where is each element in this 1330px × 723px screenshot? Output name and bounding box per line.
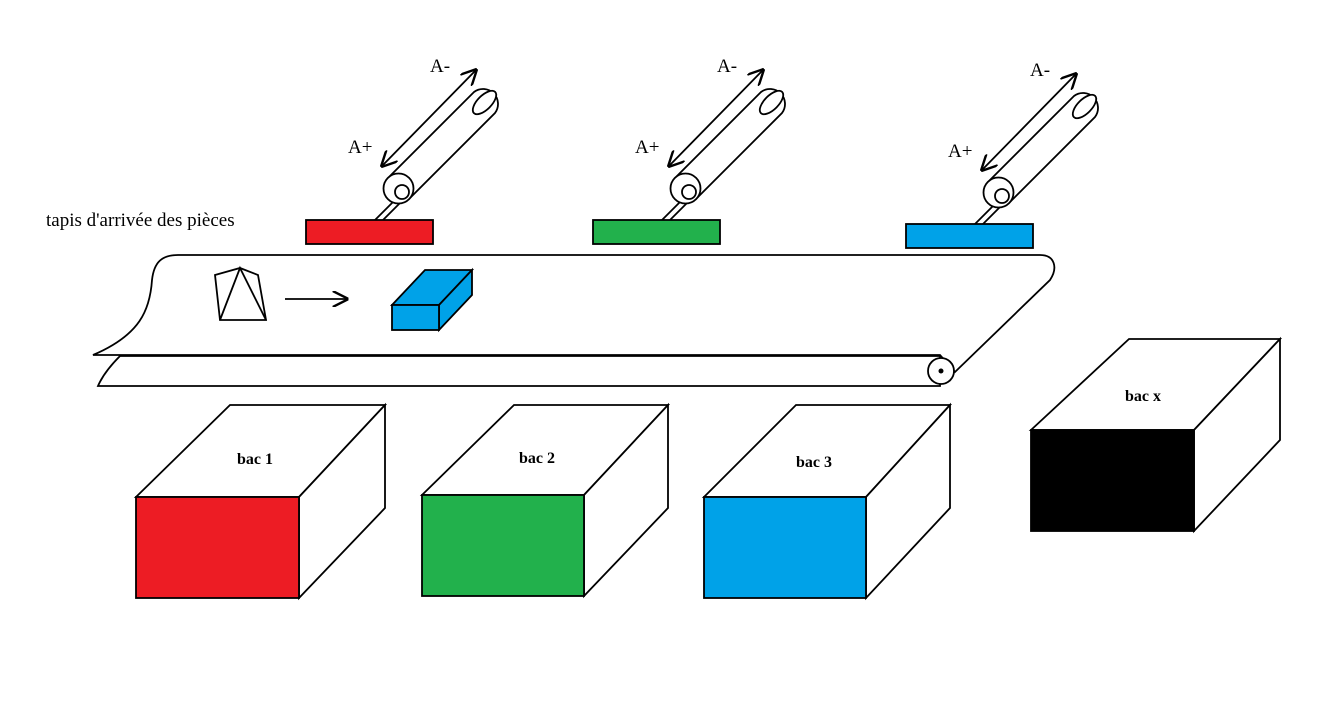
bin-front-face xyxy=(135,496,300,599)
pneumatic-cylinder-2: A- A+ xyxy=(592,56,786,245)
bin-2: bac 2 xyxy=(419,402,671,599)
retract-label: A- xyxy=(1030,60,1050,81)
pneumatic-cylinder-1: A- A+ xyxy=(305,56,499,245)
retract-label: A- xyxy=(717,56,737,77)
bin-x: bac x xyxy=(1028,336,1283,534)
bin-label: bac 3 xyxy=(796,454,832,471)
bin-1: bac 1 xyxy=(133,402,388,601)
cylinder-rod-gland xyxy=(394,184,410,200)
extend-label: A+ xyxy=(635,137,659,158)
pneumatic-cylinder-3: A- A+ xyxy=(905,60,1099,249)
cylinder-rod xyxy=(972,203,996,227)
stroke-arrow xyxy=(382,70,476,166)
bin-label: bac 1 xyxy=(237,451,273,468)
pusher-plate xyxy=(305,219,434,245)
bin-label: bac x xyxy=(1125,388,1161,405)
cylinder-rod xyxy=(372,199,396,223)
raw-piece-icon xyxy=(214,265,268,321)
belt-label: tapis d'arrivée des pièces xyxy=(46,210,235,231)
retract-label: A- xyxy=(430,56,450,77)
cylinder-rod-gland xyxy=(994,188,1010,204)
bin-3: bac 3 xyxy=(701,402,953,601)
sorted-piece-box xyxy=(389,267,475,333)
extend-label: A+ xyxy=(348,137,372,158)
stroke-arrow xyxy=(669,70,763,166)
pusher-plate xyxy=(592,219,721,245)
belt-roller-axle xyxy=(938,368,944,374)
belt-surface xyxy=(92,254,1056,374)
bin-front-face xyxy=(703,496,867,599)
bin-front-face xyxy=(1030,429,1195,532)
stroke-arrow xyxy=(982,74,1076,170)
bin-front-face xyxy=(421,494,585,597)
conveyor-belt xyxy=(92,254,1056,387)
cylinder-rod xyxy=(659,199,683,223)
extend-label: A+ xyxy=(948,141,972,162)
belt-lower-edge xyxy=(96,355,941,387)
bin-label: bac 2 xyxy=(519,450,555,467)
cylinder-rod-gland xyxy=(681,184,697,200)
pusher-plate xyxy=(905,223,1034,249)
